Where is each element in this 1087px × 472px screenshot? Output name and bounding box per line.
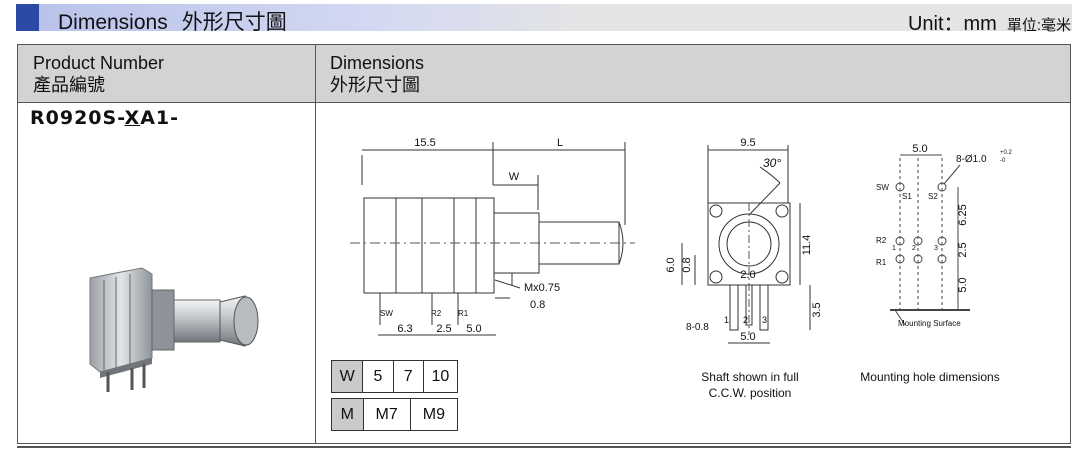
pin-r1: R1 bbox=[458, 309, 469, 318]
pin-sw: SW bbox=[380, 309, 393, 318]
header-product-number: Product Number 產品編號 bbox=[33, 52, 164, 96]
table-header bbox=[18, 45, 1070, 103]
w-label: W bbox=[332, 361, 364, 392]
dim-11-4: 11.4 bbox=[801, 235, 813, 256]
mount-caption: Mounting hole dimensions bbox=[860, 370, 1000, 384]
dim-6-25: 6.25 bbox=[957, 204, 969, 225]
dim-6-3: 6.3 bbox=[397, 323, 412, 335]
dim-2-5: 2.5 bbox=[436, 323, 451, 335]
header-dimensions-en: Dimensions bbox=[330, 53, 425, 73]
label-r2: R2 bbox=[876, 236, 887, 245]
pin-label-1: 1 bbox=[892, 245, 896, 252]
column-divider bbox=[315, 45, 316, 443]
dim-5-0: 5.0 bbox=[466, 323, 481, 335]
dimensions-table: Product Number 產品編號 Dimensions 外形尺寸圖 R09… bbox=[17, 44, 1071, 444]
dim-2-0: 2.0 bbox=[740, 269, 755, 281]
m-value-1: M7 bbox=[364, 399, 411, 430]
title-cjk: 外形尺寸圖 bbox=[181, 11, 287, 34]
angle-30: 30° bbox=[763, 156, 781, 170]
dim-3-5: 3.5 bbox=[811, 302, 823, 317]
dim-6-0: 6.0 bbox=[665, 257, 677, 272]
product-variant-x: X bbox=[124, 107, 141, 129]
pin-label-2: 2 bbox=[912, 245, 916, 252]
w-value-2: 7 bbox=[394, 361, 424, 392]
m-options-table: M M7 M9 bbox=[331, 398, 458, 431]
header-product-number-cjk: 產品編號 bbox=[33, 75, 105, 95]
product-suffix: A1- bbox=[140, 107, 180, 129]
w-value-1: 5 bbox=[363, 361, 394, 392]
pin-label-3: 3 bbox=[934, 245, 938, 252]
label-sw: SW bbox=[876, 183, 889, 192]
label-r1: R1 bbox=[876, 258, 887, 267]
front-view-drawing: 9.5 30° 11.4 6.0 0.8 2.0 3.5 8-0.8 5.0 1… bbox=[665, 137, 823, 344]
unit-label: Unit：mm 單位:毫米 bbox=[908, 7, 1071, 36]
m-label: M bbox=[332, 399, 364, 430]
dim-5-0: 5.0 bbox=[740, 331, 755, 343]
dim-0-8: 0.8 bbox=[681, 257, 693, 272]
mounting-hole-drawing: 5.0 8-Ø1.0 +0.2 -0 SW S1 S2 R2 R1 1 2 3 … bbox=[876, 143, 1013, 328]
title-en: Dimensions bbox=[58, 11, 168, 34]
mounting-surface-label: Mounting Surface bbox=[898, 319, 961, 328]
product-number: R0920S-XA1- bbox=[30, 107, 179, 129]
hole-spec: 8-Ø1.0 bbox=[956, 154, 987, 165]
header-product-number-en: Product Number bbox=[33, 53, 165, 73]
banner-accent-block bbox=[16, 4, 39, 31]
header-dimensions-cjk: 外形尺寸圖 bbox=[330, 75, 420, 95]
dim-L: L bbox=[557, 137, 563, 149]
dim-W: W bbox=[509, 171, 520, 183]
caption-line2: C.C.W. position bbox=[708, 386, 792, 400]
dim-9-5: 9.5 bbox=[740, 137, 755, 149]
banner-gradient bbox=[39, 4, 579, 31]
section-title: Dimensions 外形尺寸圖 bbox=[58, 6, 287, 36]
dim-8-0-8: 8-0.8 bbox=[686, 322, 709, 333]
pin-r2: R2 bbox=[431, 309, 442, 318]
front-view-caption: Shaft shown in full C.C.W. position bbox=[680, 369, 820, 401]
pin-1: 1 bbox=[724, 315, 729, 325]
hole-tol-minus: -0 bbox=[1000, 158, 1006, 164]
dim-15-5: 15.5 bbox=[414, 137, 435, 149]
hole-tol-plus: +0.2 bbox=[1000, 150, 1013, 156]
unit-cjk: 單位:毫米 bbox=[1006, 17, 1071, 34]
pin-3: 3 bbox=[762, 315, 767, 325]
table-bottom-rule bbox=[17, 446, 1071, 448]
label-s2: S2 bbox=[928, 192, 938, 201]
m-value-2: M9 bbox=[422, 405, 445, 423]
w-options-table: W 5 7 10 bbox=[331, 360, 458, 393]
label-s1: S1 bbox=[902, 192, 912, 201]
dim-5-0: 5.0 bbox=[957, 277, 969, 292]
header-dimensions: Dimensions 外形尺寸圖 bbox=[330, 52, 424, 96]
dim-2-5: 2.5 bbox=[957, 242, 969, 257]
dim-5-0-top: 5.0 bbox=[912, 143, 927, 155]
product-prefix: R0920S- bbox=[30, 107, 125, 129]
unit-en: Unit：mm bbox=[907, 13, 997, 35]
dim-0-8: 0.8 bbox=[530, 299, 545, 311]
w-value-3: 10 bbox=[431, 367, 450, 385]
product-photo bbox=[89, 267, 259, 392]
caption-line1: Shaft shown in full bbox=[701, 370, 799, 384]
thread-mx075: Mx0.75 bbox=[524, 282, 560, 294]
side-view-drawing: 15.5 L W Mx0.75 0.8 SW R2 R1 6.3 2.5 5.0 bbox=[350, 137, 635, 336]
pin-2: 2 bbox=[743, 315, 748, 325]
